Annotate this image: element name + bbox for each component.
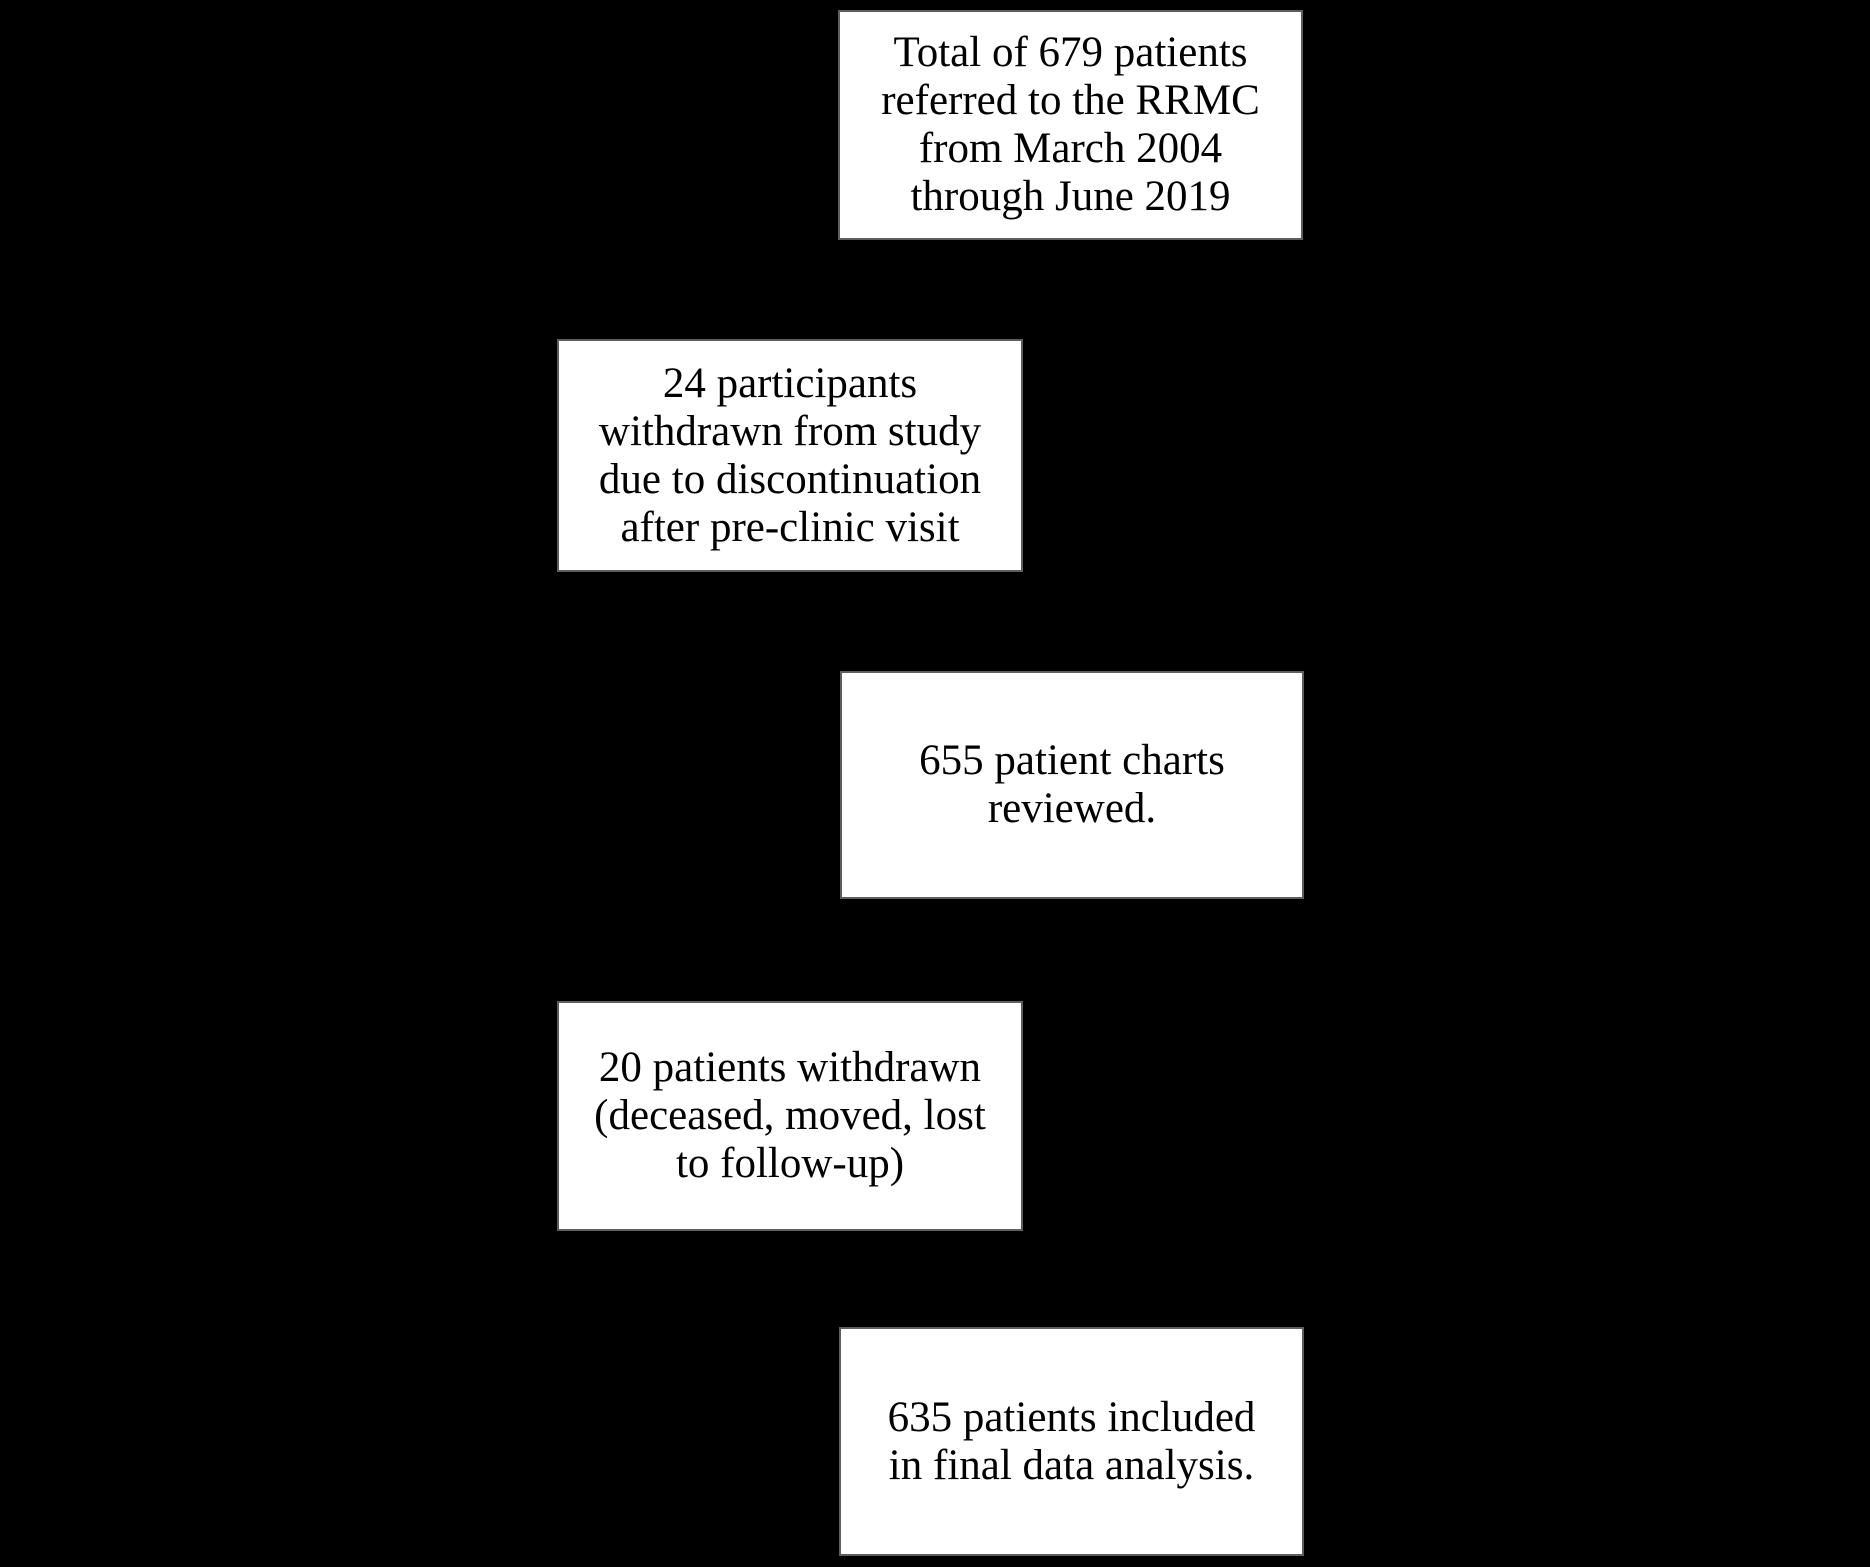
flow-node-withdrawn-lost-followup: 20 patients withdrawn (deceased, moved, … xyxy=(557,1001,1023,1231)
flow-node-withdrawn-preclinic: 24 participants withdrawn from study due… xyxy=(557,339,1023,572)
flow-node-total-referred: Total of 679 patients referred to the RR… xyxy=(838,10,1303,240)
flow-node-charts-reviewed: 655 patient charts reviewed. xyxy=(840,671,1304,899)
flow-node-final-analysis: 635 patients included in final data anal… xyxy=(839,1327,1304,1556)
